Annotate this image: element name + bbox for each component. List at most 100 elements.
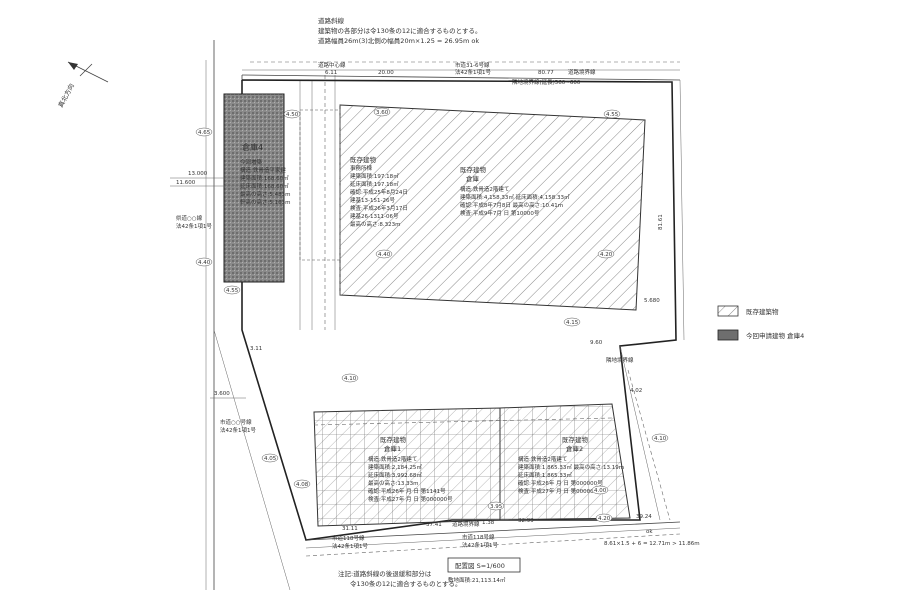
existing-main-line-1: 構造:鉄骨造2階建て	[460, 185, 509, 193]
new-bldg-line-6: 軒高の高さ:5.163m	[240, 198, 290, 206]
elev-marker: 4.00	[594, 488, 607, 494]
new-bldg-line-3: 建築面積:168.60㎡	[240, 174, 289, 182]
elev-marker: 4.20	[600, 252, 613, 258]
bottom-road	[305, 521, 681, 557]
new-bldg-line-1: 今回増築	[240, 158, 263, 166]
legend-new-label: 今回申請建物 倉庫4	[746, 331, 804, 340]
existing-west-line-3: 延床面積:197.18㎡	[350, 180, 399, 188]
existing-west-label: 既存建物 事務所棟 建築面積:197.18㎡ 延床面積:197.18㎡ 確認:平…	[350, 155, 408, 228]
new-bldg-label: 倉庫4 今回増築 構造:鉄骨造平家建 建築面積:168.60㎡ 延床面積:168…	[240, 142, 290, 206]
elev-marker: 3.60	[376, 110, 389, 116]
right-dim-1: 81.61	[658, 214, 664, 230]
new-bldg-line-5: 最高の高さ:5.483m	[240, 190, 290, 198]
existing-se-line-1: 構造:鉄骨造2階建て	[518, 455, 567, 463]
east-boundary	[619, 79, 685, 521]
existing-main-line-3: 確認:平成8年7月8日 最高の高さ:10.41m	[460, 201, 563, 209]
legend-existing-label: 既存建築物	[746, 307, 779, 316]
legend-new-swatch	[717, 329, 739, 341]
bottom-calc: 8.61×1.5 + 6 = 12.71m > 11.86m	[604, 541, 700, 547]
right-dim-4: 4.02	[630, 388, 642, 394]
road-note-1: 道路斜線	[318, 16, 345, 25]
elev-marker: 3.95	[490, 504, 503, 510]
top-width-2: 20.00	[378, 70, 394, 76]
existing-west-line-2: 建築面積:197.18㎡	[350, 172, 399, 180]
site-boundary	[241, 79, 677, 541]
left-dim-4: 3.11	[250, 346, 262, 352]
existing-west-title: 既存建物	[350, 155, 377, 164]
elev-marker: 4.40	[198, 260, 211, 266]
left-dim-3: 3.600	[214, 391, 230, 397]
right-dim-3: 9.60	[590, 340, 603, 346]
side-road-d: 法42条1項1号	[220, 426, 256, 434]
north-arrow: 真北方向	[56, 61, 109, 109]
side-road-c: 市道○○号線	[220, 418, 252, 426]
existing-sw-line-2: 建築面積:2,184.25㎡	[368, 463, 422, 471]
existing-se-label: 既存建物 倉庫2 構造:鉄骨造2階建て 建築面積:1,865.33㎡ 最高の高さ…	[518, 435, 624, 495]
drawing-title: 配置図 S=1/600	[455, 562, 505, 570]
right-dimensions: 81.61 5.680 9.60 4.02 隣地境界線	[590, 214, 664, 394]
existing-main-label: 既存建物 倉庫 構造:鉄骨造2階建て 建築面積:4,158.33㎡ 延床面積:4…	[460, 165, 570, 217]
existing-se-title: 既存建物	[562, 435, 589, 444]
road-note-3: 道路幅員26m(3)北側の幅員20m×1.25 = 26.95m ok	[318, 36, 479, 45]
elev-marker: 4.65	[198, 130, 211, 136]
bottom-road-b: 法42条1項1号	[462, 541, 498, 549]
existing-se-sub: 倉庫2	[566, 444, 583, 453]
existing-sw-sub: 倉庫1	[384, 444, 401, 453]
existing-sw-line-3: 延床面積:3,992.68㎡	[368, 471, 422, 479]
left-dim-1: 13.000	[188, 171, 208, 177]
existing-se-line-5: 検査:平成27年 月 日 第000000号	[518, 487, 603, 495]
elev-marker: 4.10	[344, 376, 357, 382]
bottom-dim-3: 1.38	[482, 520, 495, 526]
existing-se-line-3: 延床面積:1,865.33㎡	[518, 471, 572, 479]
elev-marker: 4.15	[566, 320, 579, 326]
north-label: 真北方向	[56, 82, 76, 109]
existing-sw-label: 既存建物 倉庫1 構造:鉄骨造2階建て 建築面積:2,184.25㎡ 延床面積:…	[368, 435, 453, 503]
bottom-dim-2: 37.41	[426, 522, 442, 528]
existing-west-line-4: 確認:平成25年8月24日	[350, 188, 408, 196]
left-dim-2: 11.600	[176, 180, 196, 186]
bottom-dim-4: 32.99	[518, 518, 534, 524]
road-note-2: 建築物の各部分は令130条の12に適合するものとする。	[318, 26, 481, 35]
existing-west-line-8: 最高の高さ:8.323m	[350, 220, 400, 228]
elev-marker: 4.05	[264, 456, 277, 462]
new-bldg-line-4: 延床面積:168.60㎡	[240, 182, 289, 190]
existing-se-line-4: 確認:平成26年 月 日 第000000号	[518, 479, 603, 487]
road-notes: 道路斜線 建築物の各部分は令130条の12に適合するものとする。 道路幅員26m…	[318, 16, 481, 45]
drawing-title-block: 配置図 S=1/600 敷地面積:21,113.14㎡	[447, 557, 521, 584]
existing-se-line-2: 建築面積:1,865.33㎡ 最高の高さ:13.19m	[518, 463, 624, 471]
bottom-note-a: 注記:道路斜線の後退緩和部分は	[338, 569, 432, 578]
side-road-b: 法42条1項1号	[176, 222, 212, 230]
bottom-road-a: 市道118号線	[462, 533, 495, 541]
legend-existing-swatch	[717, 305, 739, 317]
existing-sw-line-6: 検査:平成27年 月 日 第000000号	[368, 495, 453, 503]
elevation-markers: 4.65 4.40 4.55 4.50 3.60 4.55 4.40 4.20 …	[195, 107, 669, 523]
bottom-dim-1: 31.11	[342, 526, 358, 532]
elev-marker: 4.10	[654, 436, 667, 442]
existing-sw-title: 既存建物	[380, 435, 407, 444]
new-bldg-line-2: 構造:鉄骨造平家建	[240, 166, 286, 174]
bottom-ok: ok	[646, 529, 653, 535]
top-width-1: 6.11	[325, 70, 337, 76]
bottom-left-road-b: 法42条1項1号	[332, 542, 368, 550]
left-dimensions: 13.000 11.600 県道○○線 法42条1項1号 3.600 市道○○号…	[170, 171, 262, 434]
existing-sw-warehouse-hatch	[314, 408, 500, 526]
existing-west-line-5: 建基13-151-26号	[350, 196, 395, 204]
legend: 既存建築物 今回申請建物 倉庫4	[717, 305, 804, 341]
top-boundary-label: 道路境界線	[568, 68, 596, 76]
existing-main-line-4: 検査:平成9年7月 日 第10000号	[460, 209, 540, 217]
top-road-name: 市道31-6号線	[455, 61, 490, 69]
site-area: 敷地面積:21,113.14㎡	[448, 576, 506, 584]
existing-sw-line-5: 確認:平成26年 月 日 第1141号	[368, 487, 446, 495]
elev-marker: 4.08	[296, 482, 309, 488]
bottom-note-b: 令130条の12に適合するものとする。	[350, 579, 461, 588]
right-note: 隣地境界線	[606, 356, 634, 364]
bottom-dim-5: 39.24	[636, 514, 652, 520]
bottom-left-road-a: 市道118号線	[332, 534, 365, 542]
elev-marker: 4.50	[286, 112, 299, 118]
existing-west-line-6: 検査:平成26年3月17日	[350, 204, 408, 212]
right-dim-2: 5.680	[644, 298, 660, 304]
existing-main-sub: 倉庫	[466, 174, 480, 183]
new-bldg-title: 倉庫4	[242, 142, 263, 152]
elev-marker: 4.55	[226, 288, 239, 294]
existing-main-line-2: 建築面積:4,158.33㎡ 延床面積:4,158.33㎡	[460, 193, 570, 201]
